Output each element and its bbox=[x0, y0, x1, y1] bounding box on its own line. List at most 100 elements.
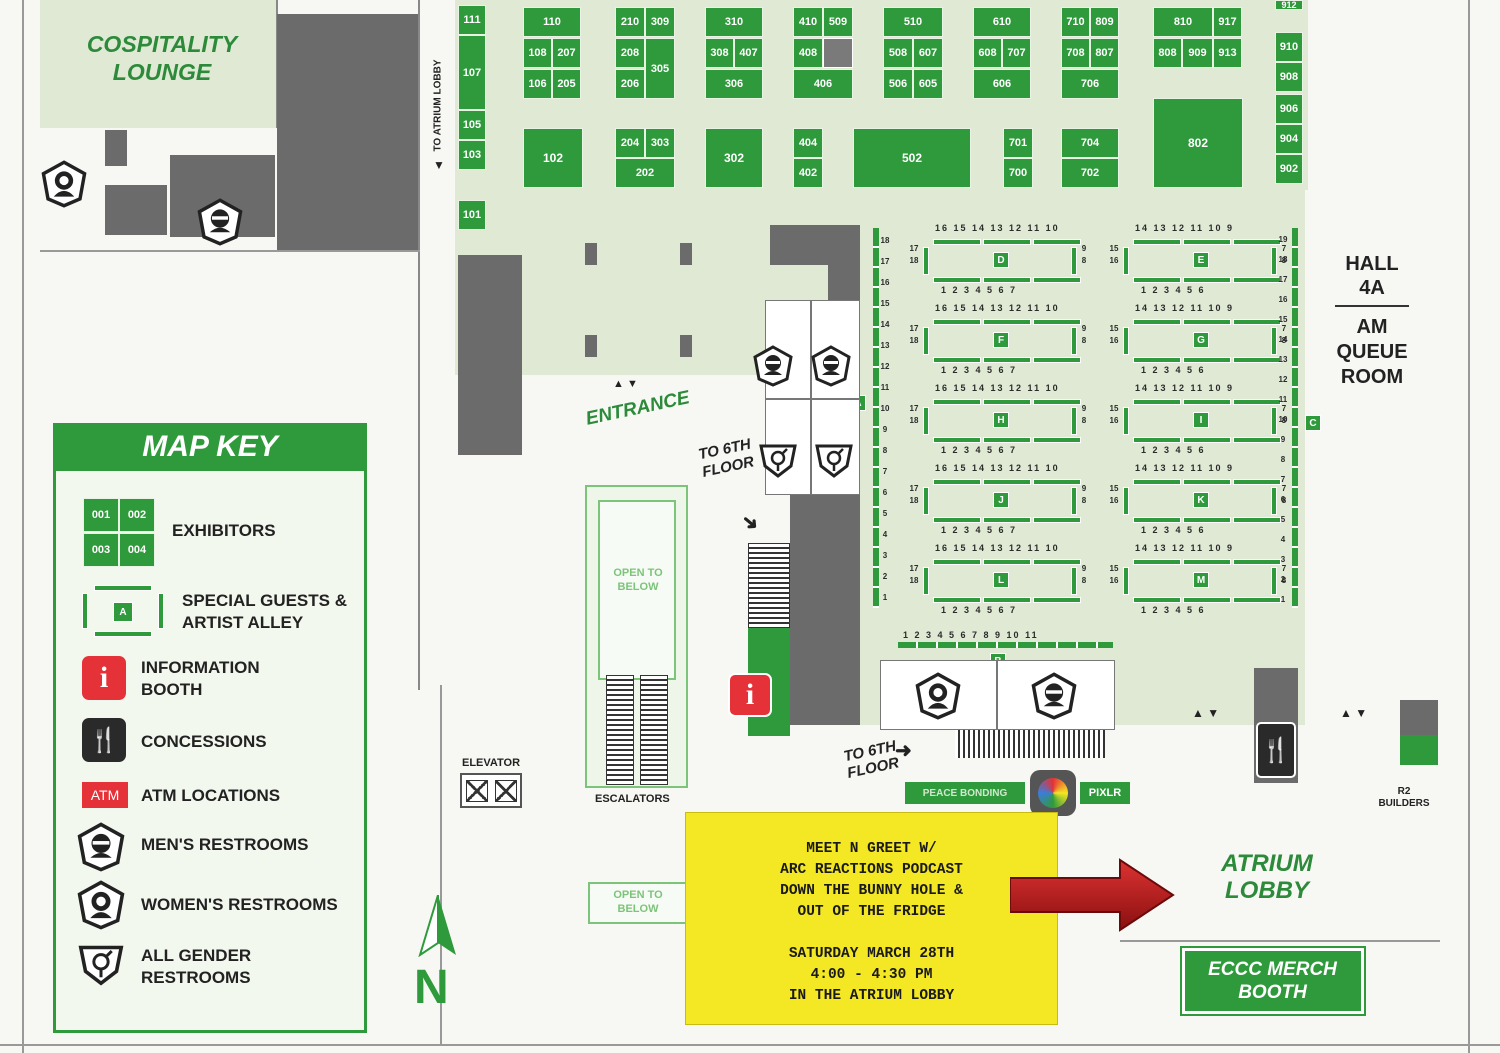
artist-table[interactable] bbox=[1271, 567, 1277, 595]
artist-table[interactable] bbox=[983, 319, 1031, 325]
artist-table[interactable] bbox=[1071, 407, 1077, 435]
booth[interactable]: 102 bbox=[523, 128, 583, 188]
artist-alley-letter-l[interactable]: L bbox=[993, 572, 1009, 588]
booth[interactable]: 205 bbox=[552, 69, 581, 99]
artist-alley-letter-c[interactable]: C bbox=[1305, 415, 1321, 431]
artist-table[interactable] bbox=[1133, 517, 1181, 523]
booth[interactable]: 700 bbox=[1003, 158, 1033, 188]
artist-alley-letter-h[interactable]: H bbox=[993, 412, 1009, 428]
booth[interactable]: 706 bbox=[1061, 69, 1119, 99]
booth[interactable]: 108 bbox=[523, 38, 552, 68]
artist-table[interactable] bbox=[1233, 559, 1281, 565]
booth[interactable]: 107 bbox=[458, 35, 486, 110]
artist-table[interactable] bbox=[1271, 247, 1277, 275]
booth[interactable]: 408 bbox=[793, 38, 823, 68]
booth[interactable]: 305 bbox=[645, 38, 675, 99]
artist-table[interactable] bbox=[1071, 327, 1077, 355]
booth[interactable]: 302 bbox=[705, 128, 763, 188]
booth[interactable]: 508 bbox=[883, 38, 913, 68]
artist-table[interactable] bbox=[923, 487, 929, 515]
artist-table[interactable] bbox=[923, 407, 929, 435]
artist-table[interactable] bbox=[1123, 407, 1129, 435]
booth[interactable]: 913 bbox=[1213, 38, 1242, 68]
artist-table[interactable] bbox=[1033, 357, 1081, 363]
booth[interactable]: 807 bbox=[1090, 38, 1119, 68]
artist-table[interactable] bbox=[983, 597, 1031, 603]
booth[interactable]: 809 bbox=[1090, 7, 1119, 37]
booth[interactable]: 904 bbox=[1275, 124, 1303, 154]
booth[interactable]: 410 bbox=[793, 7, 823, 37]
artist-table[interactable] bbox=[1233, 437, 1281, 443]
artist-table[interactable] bbox=[1123, 327, 1129, 355]
artist-table[interactable] bbox=[1183, 399, 1231, 405]
elevator-icon[interactable] bbox=[460, 773, 522, 808]
artist-table[interactable] bbox=[933, 277, 981, 283]
artist-table[interactable] bbox=[933, 559, 981, 565]
artist-table[interactable] bbox=[1183, 239, 1231, 245]
booth[interactable]: 208 bbox=[615, 38, 645, 68]
artist-table[interactable] bbox=[1033, 399, 1081, 405]
artist-table[interactable] bbox=[923, 247, 929, 275]
booth[interactable]: 701 bbox=[1003, 128, 1033, 158]
artist-table[interactable] bbox=[1183, 559, 1231, 565]
booth[interactable]: 207 bbox=[552, 38, 581, 68]
artist-table[interactable] bbox=[1133, 277, 1181, 283]
artist-alley-letter-e[interactable]: E bbox=[1193, 252, 1209, 268]
booth[interactable]: 906 bbox=[1275, 94, 1303, 124]
artist-table[interactable] bbox=[1133, 239, 1181, 245]
artist-table[interactable] bbox=[1133, 399, 1181, 405]
concessions-icon[interactable]: 🍴 bbox=[1256, 722, 1296, 778]
booth[interactable]: 912 bbox=[1275, 0, 1303, 10]
artist-table[interactable] bbox=[983, 277, 1031, 283]
artist-alley-letter-m[interactable]: M bbox=[1193, 572, 1209, 588]
booth[interactable]: 303 bbox=[645, 128, 675, 158]
artist-table[interactable] bbox=[1233, 277, 1281, 283]
artist-table[interactable] bbox=[933, 479, 981, 485]
artist-table[interactable] bbox=[1183, 357, 1231, 363]
booth[interactable]: 610 bbox=[973, 7, 1031, 37]
artist-alley-letter-j[interactable]: J bbox=[993, 492, 1009, 508]
artist-table[interactable] bbox=[933, 399, 981, 405]
artist-alley-letter-k[interactable]: K bbox=[1193, 492, 1209, 508]
artist-table[interactable] bbox=[983, 357, 1031, 363]
artist-table[interactable] bbox=[1123, 487, 1129, 515]
booth[interactable]: 206 bbox=[615, 69, 645, 99]
artist-alley-letter-f[interactable]: F bbox=[993, 332, 1009, 348]
artist-alley-west-strip[interactable] bbox=[873, 228, 879, 608]
artist-table[interactable] bbox=[1071, 487, 1077, 515]
artist-table[interactable] bbox=[923, 327, 929, 355]
artist-table[interactable] bbox=[1071, 567, 1077, 595]
artist-table[interactable] bbox=[1123, 567, 1129, 595]
booth[interactable]: 510 bbox=[883, 7, 943, 37]
booth[interactable]: 704 bbox=[1061, 128, 1119, 158]
peace-bonding-booth[interactable]: PEACE BONDING bbox=[905, 782, 1025, 804]
booth[interactable]: 802 bbox=[1153, 98, 1243, 188]
booth[interactable]: 707 bbox=[1002, 38, 1031, 68]
artist-table[interactable] bbox=[933, 239, 981, 245]
booth[interactable]: 310 bbox=[705, 7, 763, 37]
artist-table[interactable] bbox=[983, 437, 1031, 443]
artist-table[interactable] bbox=[923, 567, 929, 595]
artist-table[interactable] bbox=[1071, 247, 1077, 275]
booth[interactable]: 710 bbox=[1061, 7, 1090, 37]
booth[interactable]: 306 bbox=[705, 69, 763, 99]
artist-table[interactable] bbox=[1183, 517, 1231, 523]
artist-table[interactable] bbox=[1233, 357, 1281, 363]
eccc-merch-booth[interactable] bbox=[1180, 946, 1366, 1016]
artist-table[interactable] bbox=[1133, 559, 1181, 565]
artist-table[interactable] bbox=[983, 559, 1031, 565]
artist-table[interactable] bbox=[1271, 407, 1277, 435]
booth[interactable]: 908 bbox=[1275, 62, 1303, 92]
booth[interactable]: 309 bbox=[645, 7, 675, 37]
artist-table[interactable] bbox=[1183, 597, 1231, 603]
artist-table[interactable] bbox=[1133, 357, 1181, 363]
artist-table[interactable] bbox=[1183, 277, 1231, 283]
booth[interactable]: 202 bbox=[615, 158, 675, 188]
booth[interactable]: 606 bbox=[973, 69, 1031, 99]
artist-table[interactable] bbox=[933, 319, 981, 325]
